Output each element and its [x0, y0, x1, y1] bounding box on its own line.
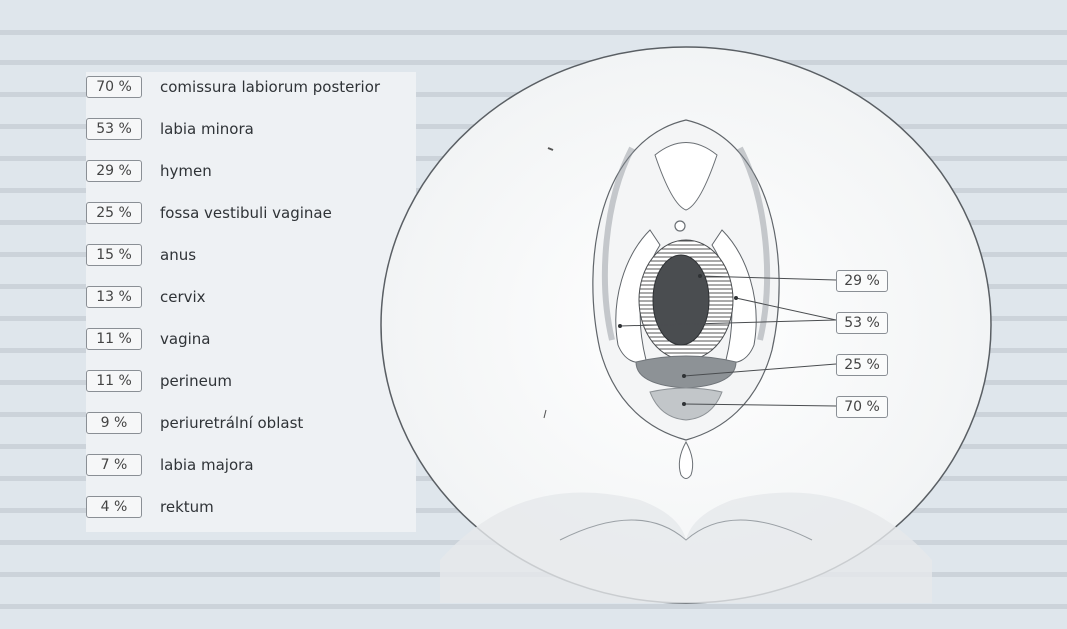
- marker-dot: [682, 374, 686, 378]
- vaginal-opening: [653, 255, 709, 345]
- callout-label-labia-minora: 53 %: [836, 312, 888, 334]
- callout-label-commissura: 70 %: [836, 396, 888, 418]
- marker-dot: [682, 402, 686, 406]
- marker-dot: [734, 296, 738, 300]
- callout-label-hymen: 29 %: [836, 270, 888, 292]
- urethral-opening: [675, 221, 685, 231]
- callout-label-fossa: 25 %: [836, 354, 888, 376]
- marker-dot: [698, 274, 702, 278]
- marker-dot: [618, 324, 622, 328]
